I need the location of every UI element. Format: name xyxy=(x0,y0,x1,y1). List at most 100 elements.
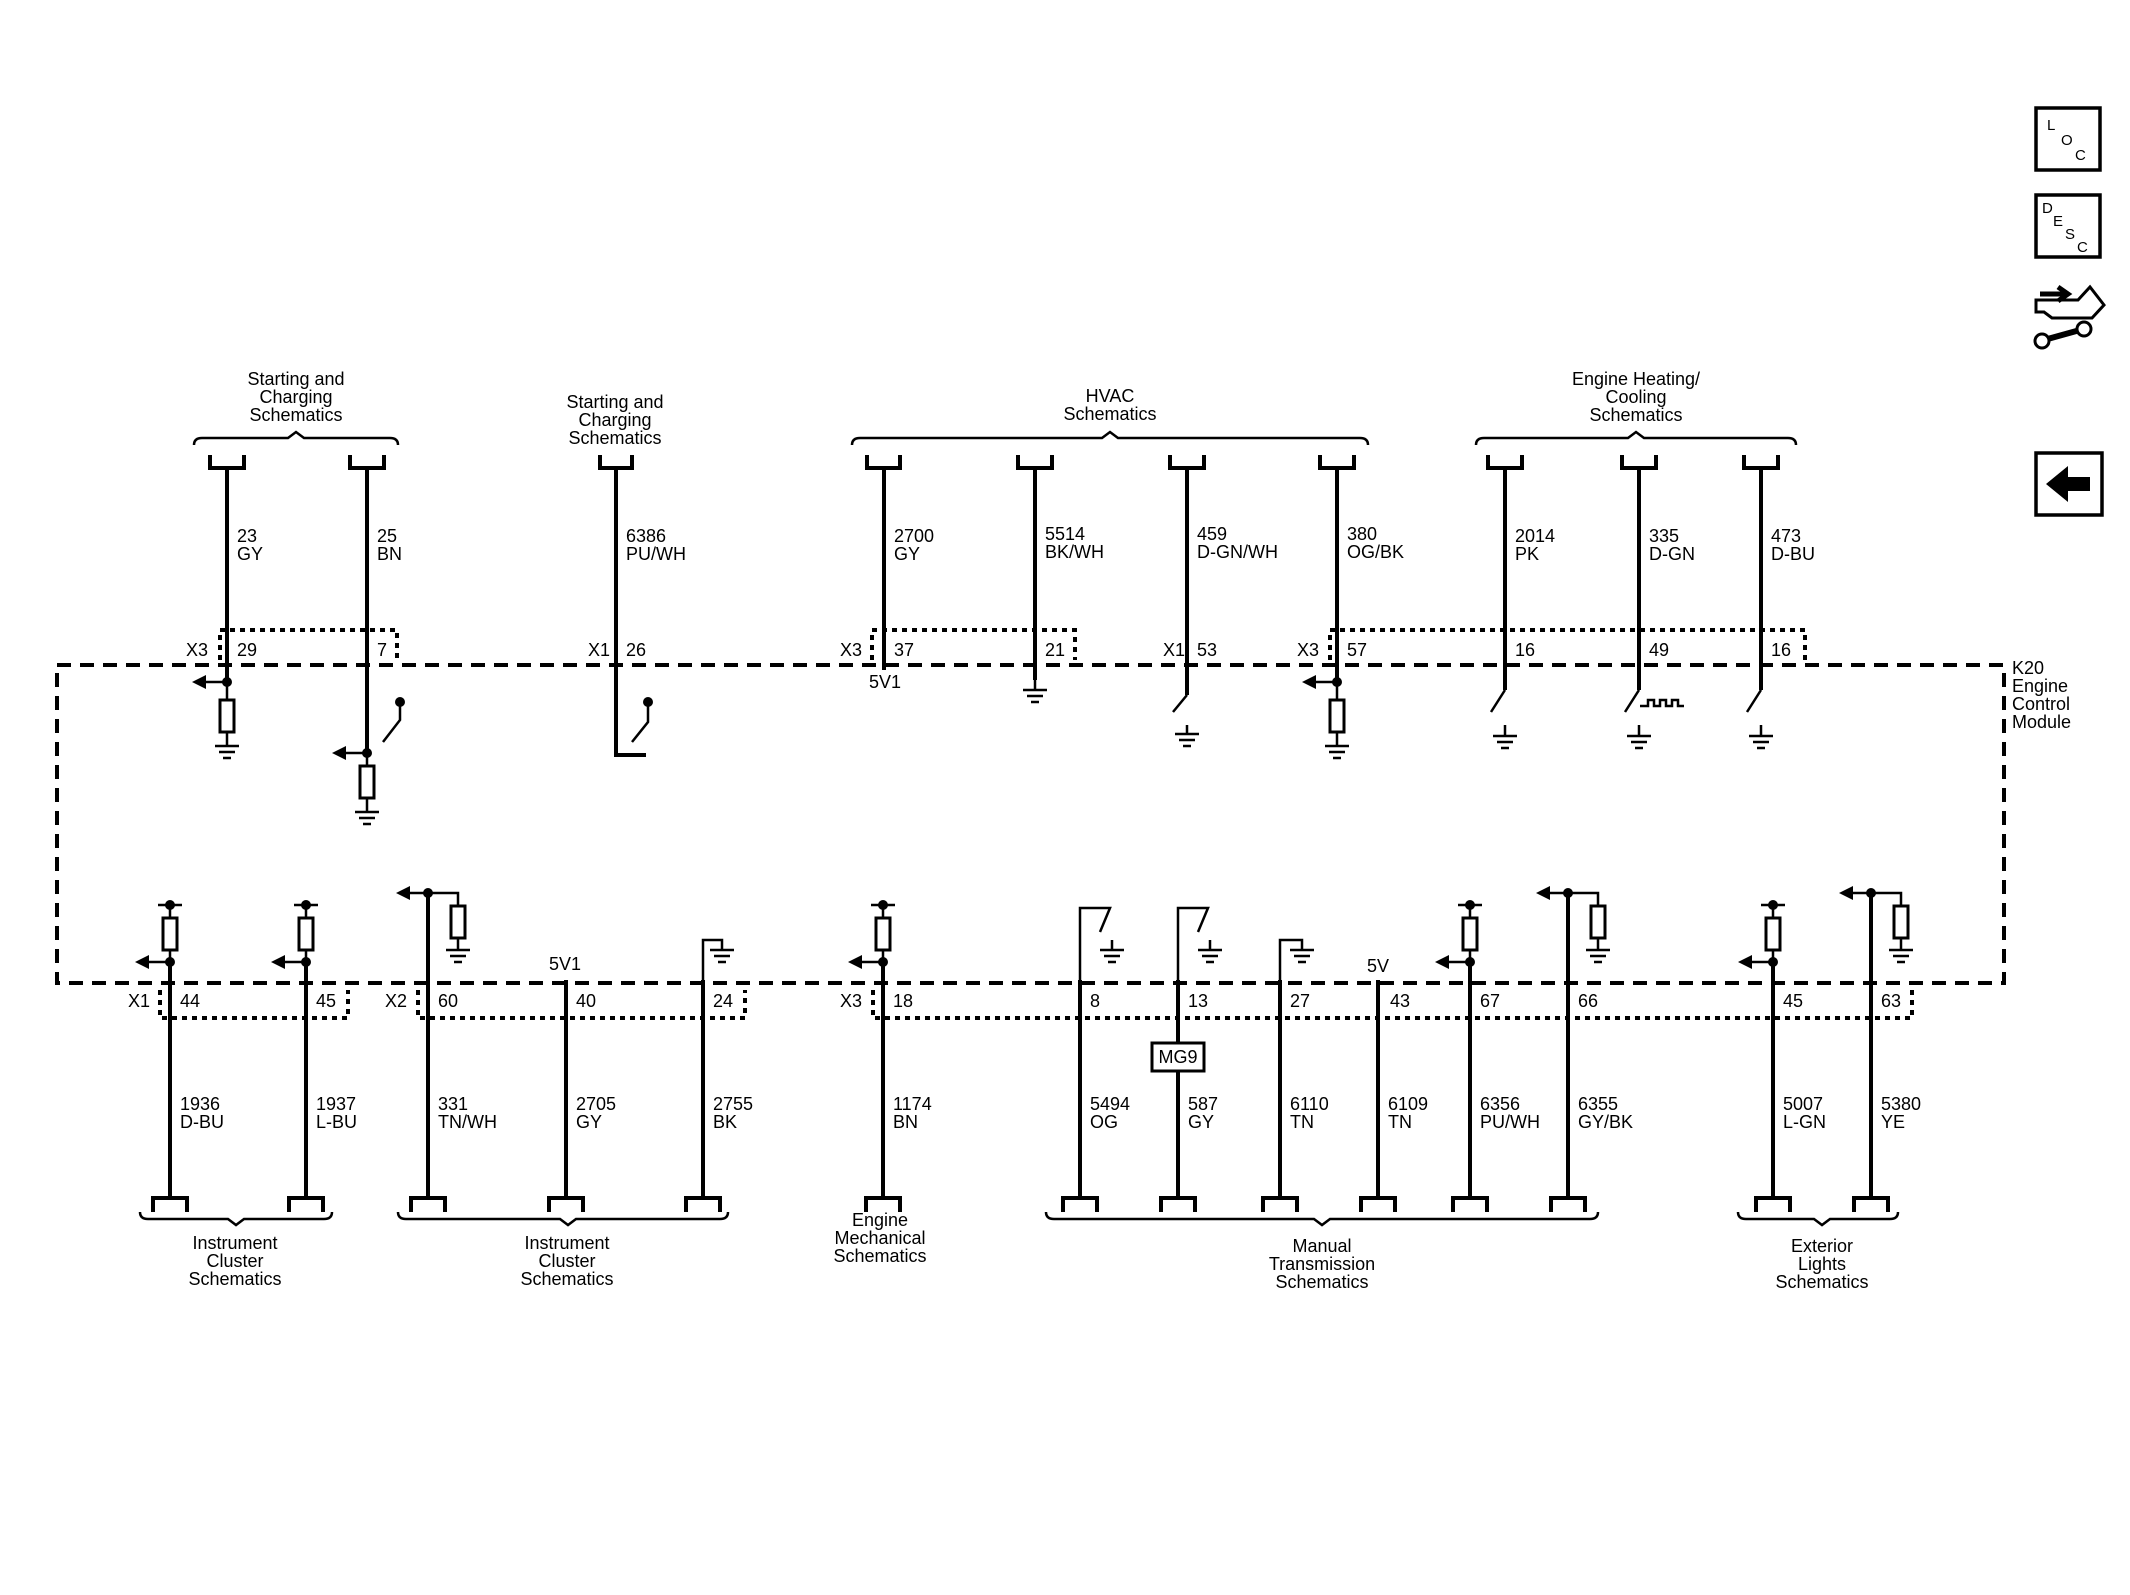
svg-text:Instrument: Instrument xyxy=(192,1233,277,1253)
svg-text:5V: 5V xyxy=(1367,956,1389,976)
svg-text:60: 60 xyxy=(438,991,458,1011)
bottom-group-label-3: Engine Mechanical Schematics xyxy=(833,1210,926,1266)
svg-text:587: 587 xyxy=(1188,1094,1218,1114)
svg-text:L: L xyxy=(2047,117,2055,134)
svg-text:380: 380 xyxy=(1347,524,1377,544)
svg-text:13: 13 xyxy=(1188,991,1208,1011)
svg-text:HVAC: HVAC xyxy=(1086,386,1135,406)
top-group-label-1: Starting and Charging Schematics xyxy=(247,369,344,425)
arrow-left-icon xyxy=(2046,466,2090,502)
svg-text:459: 459 xyxy=(1197,524,1227,544)
svg-text:5V1: 5V1 xyxy=(549,954,581,974)
svg-text:X3: X3 xyxy=(840,991,862,1011)
top-wire-labels: 23 GY 25 BN 6386 PU/WH 2700 GY 5514 BK/W… xyxy=(237,524,1815,564)
svg-text:S: S xyxy=(2065,226,2075,243)
svg-text:29: 29 xyxy=(237,640,257,660)
bottom-wires xyxy=(151,893,1890,1212)
svg-text:2705: 2705 xyxy=(576,1094,616,1114)
location-button[interactable]: L O C xyxy=(2034,106,2102,172)
svg-text:Schematics: Schematics xyxy=(520,1269,613,1289)
svg-text:37: 37 xyxy=(894,640,914,660)
bottom-ref-labels: 5V1 5V xyxy=(549,954,1389,976)
back-arrow-button[interactable] xyxy=(2034,451,2104,517)
svg-text:GY: GY xyxy=(1188,1112,1214,1132)
svg-text:Schematics: Schematics xyxy=(833,1246,926,1266)
svg-text:Starting and: Starting and xyxy=(247,369,344,389)
svg-text:44: 44 xyxy=(180,991,200,1011)
svg-text:X1: X1 xyxy=(128,991,150,1011)
svg-text:Module: Module xyxy=(2012,712,2071,732)
svg-text:8: 8 xyxy=(1090,991,1100,1011)
svg-text:X1: X1 xyxy=(588,640,610,660)
svg-text:Engine: Engine xyxy=(2012,676,2068,696)
svg-text:BK: BK xyxy=(713,1112,737,1132)
svg-text:5494: 5494 xyxy=(1090,1094,1130,1114)
svg-text:67: 67 xyxy=(1480,991,1500,1011)
svg-text:335: 335 xyxy=(1649,526,1679,546)
svg-text:5380: 5380 xyxy=(1881,1094,1921,1114)
svg-text:Schematics: Schematics xyxy=(188,1269,281,1289)
svg-text:YE: YE xyxy=(1881,1112,1905,1132)
svg-text:TN: TN xyxy=(1388,1112,1412,1132)
svg-text:PU/WH: PU/WH xyxy=(626,544,686,564)
svg-text:Engine: Engine xyxy=(852,1210,908,1230)
svg-text:Manual: Manual xyxy=(1292,1236,1351,1256)
svg-text:1937: 1937 xyxy=(316,1094,356,1114)
module-label: K20 Engine Control Module xyxy=(2012,658,2071,732)
svg-text:TN: TN xyxy=(1290,1112,1314,1132)
bottom-group-label-2: Instrument Cluster Schematics xyxy=(520,1233,613,1289)
svg-text:K20: K20 xyxy=(2012,658,2044,678)
svg-text:2700: 2700 xyxy=(894,526,934,546)
svg-text:1174: 1174 xyxy=(893,1094,932,1114)
svg-text:Schematics: Schematics xyxy=(1775,1272,1868,1292)
svg-text:D-GN: D-GN xyxy=(1649,544,1695,564)
svg-text:23: 23 xyxy=(237,526,257,546)
svg-text:6355: 6355 xyxy=(1578,1094,1618,1114)
svg-text:6386: 6386 xyxy=(626,526,666,546)
svg-text:63: 63 xyxy=(1881,991,1901,1011)
svg-text:Engine Heating/: Engine Heating/ xyxy=(1572,369,1700,389)
svg-text:X2: X2 xyxy=(385,991,407,1011)
svg-text:Transmission: Transmission xyxy=(1269,1254,1375,1274)
svg-text:D-GN/WH: D-GN/WH xyxy=(1197,542,1278,562)
svg-text:53: 53 xyxy=(1197,640,1217,660)
svg-text:Schematics: Schematics xyxy=(1275,1272,1368,1292)
svg-text:66: 66 xyxy=(1578,991,1598,1011)
svg-text:E: E xyxy=(2053,213,2063,230)
top-internal-circuits xyxy=(192,675,1773,826)
svg-text:45: 45 xyxy=(1783,991,1803,1011)
bottom-group-label-5: Exterior Lights Schematics xyxy=(1775,1236,1868,1292)
svg-text:Cluster: Cluster xyxy=(538,1251,595,1271)
svg-text:C: C xyxy=(2075,147,2086,164)
module-boundary xyxy=(55,663,2006,985)
connector-repair-icon[interactable] xyxy=(2033,284,2106,350)
svg-text:6356: 6356 xyxy=(1480,1094,1520,1114)
svg-text:Lights: Lights xyxy=(1798,1254,1846,1274)
bottom-wire-labels: 1936 D-BU 1937 L-BU 331 TN/WH 2705 GY 27… xyxy=(180,1094,1921,1132)
svg-text:Schematics: Schematics xyxy=(249,405,342,425)
svg-text:Mechanical: Mechanical xyxy=(834,1228,925,1248)
svg-text:25: 25 xyxy=(377,526,397,546)
svg-text:Starting and: Starting and xyxy=(566,392,663,412)
svg-text:PU/WH: PU/WH xyxy=(1480,1112,1540,1132)
svg-text:24: 24 xyxy=(713,991,733,1011)
description-button[interactable]: D E S C xyxy=(2034,193,2102,259)
svg-text:BN: BN xyxy=(377,544,402,564)
bottom-group-label-1: Instrument Cluster Schematics xyxy=(188,1233,281,1289)
bottom-pin-labels: X1 44 45 X2 60 40 24 X3 18 8 13 27 43 67… xyxy=(128,991,1901,1011)
svg-text:Charging: Charging xyxy=(578,410,651,430)
svg-text:O: O xyxy=(2061,132,2073,149)
svg-text:1936: 1936 xyxy=(180,1094,220,1114)
svg-text:BK/WH: BK/WH xyxy=(1045,542,1104,562)
svg-text:57: 57 xyxy=(1347,640,1367,660)
svg-text:GY: GY xyxy=(237,544,263,564)
svg-text:26: 26 xyxy=(626,640,646,660)
top-connectors xyxy=(218,628,1807,660)
svg-text:MG9: MG9 xyxy=(1158,1047,1197,1067)
svg-text:27: 27 xyxy=(1290,991,1310,1011)
svg-text:Charging: Charging xyxy=(259,387,332,407)
svg-text:Schematics: Schematics xyxy=(568,428,661,448)
bottom-braces xyxy=(138,1211,1900,1227)
svg-text:D: D xyxy=(2042,200,2053,217)
svg-text:L-BU: L-BU xyxy=(316,1112,357,1132)
